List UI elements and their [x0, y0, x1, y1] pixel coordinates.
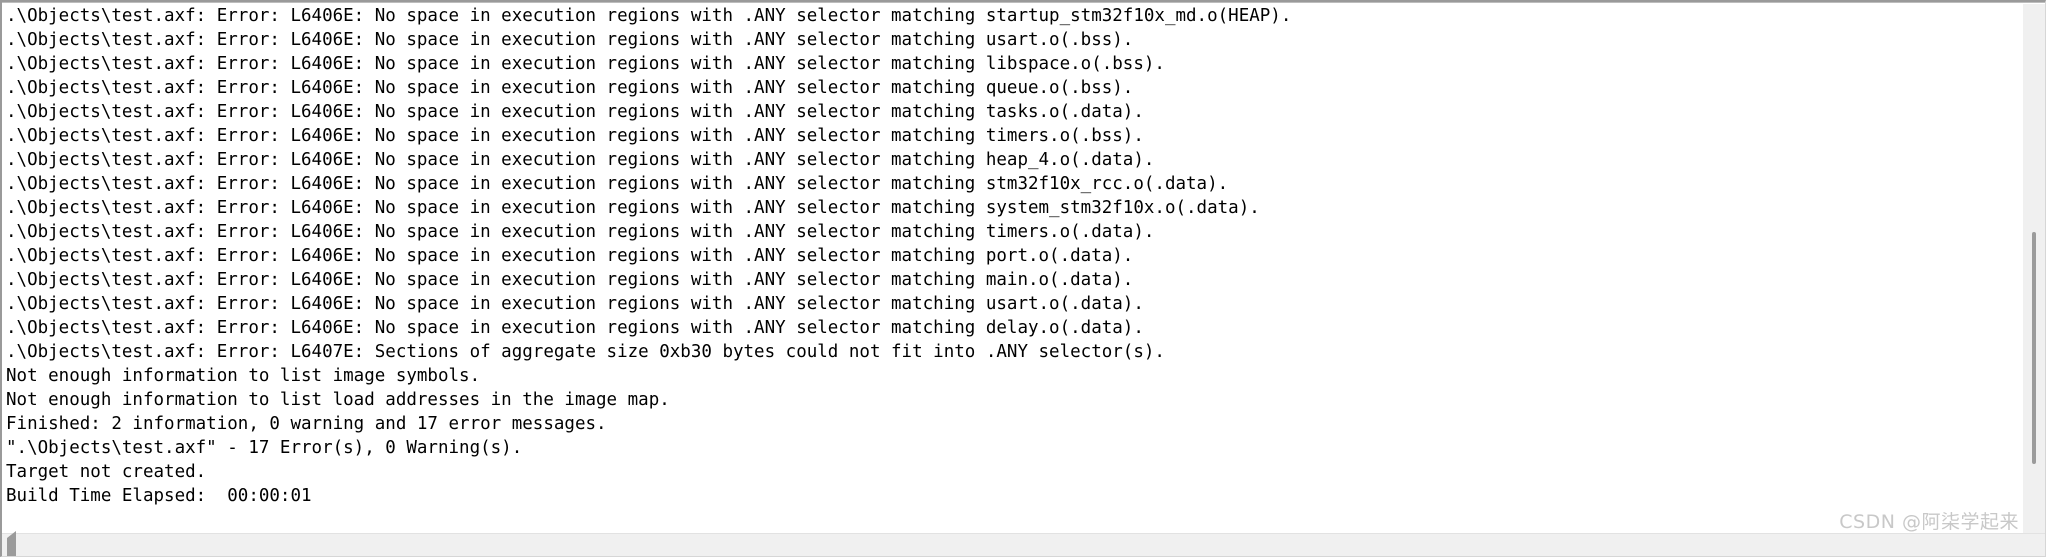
log-line: .\Objects\test.axf: Error: L6406E: No sp…: [6, 294, 1144, 314]
log-line: Target not created.: [6, 462, 207, 482]
panel-top-shade: [2, 2, 2045, 3]
log-line: .\Objects\test.axf: Error: L6406E: No sp…: [6, 198, 1260, 218]
log-line: .\Objects\test.axf: Error: L6406E: No sp…: [6, 150, 1155, 170]
horizontal-scrollbar[interactable]: [2, 531, 2045, 556]
log-line: Finished: 2 information, 0 warning and 1…: [6, 414, 607, 434]
log-line: .\Objects\test.axf: Error: L6406E: No sp…: [6, 246, 1134, 266]
log-line: .\Objects\test.axf: Error: L6406E: No sp…: [6, 174, 1229, 194]
build-output-log[interactable]: .\Objects\test.axf: Error: L6406E: No sp…: [6, 4, 2019, 534]
log-line: Build Time Elapsed: 00:00:01: [6, 486, 312, 506]
log-line: .\Objects\test.axf: Error: L6406E: No sp…: [6, 222, 1155, 242]
log-line: .\Objects\test.axf: Error: L6406E: No sp…: [6, 318, 1144, 338]
log-line: .\Objects\test.axf: Error: L6406E: No sp…: [6, 6, 1292, 26]
log-line: .\Objects\test.axf: Error: L6407E: Secti…: [6, 342, 1165, 362]
watermark-label: CSDN @阿柒学起来: [1839, 511, 2019, 533]
log-line: .\Objects\test.axf: Error: L6406E: No sp…: [6, 54, 1165, 74]
log-line: .\Objects\test.axf: Error: L6406E: No sp…: [6, 126, 1144, 146]
log-line: .\Objects\test.axf: Error: L6406E: No sp…: [6, 78, 1134, 98]
log-line: .\Objects\test.axf: Error: L6406E: No sp…: [6, 270, 1134, 290]
log-line: Not enough information to list image sym…: [6, 366, 481, 386]
vertical-scrollbar[interactable]: [2023, 4, 2045, 534]
scroll-left-arrow-icon[interactable]: [7, 531, 21, 556]
log-line: ".\Objects\test.axf" - 17 Error(s), 0 Wa…: [6, 438, 523, 458]
log-line: .\Objects\test.axf: Error: L6406E: No sp…: [6, 102, 1144, 122]
vertical-scrollbar-thumb[interactable]: [2032, 232, 2036, 464]
log-line: Not enough information to list load addr…: [6, 390, 670, 410]
log-line: .\Objects\test.axf: Error: L6406E: No sp…: [6, 30, 1134, 50]
